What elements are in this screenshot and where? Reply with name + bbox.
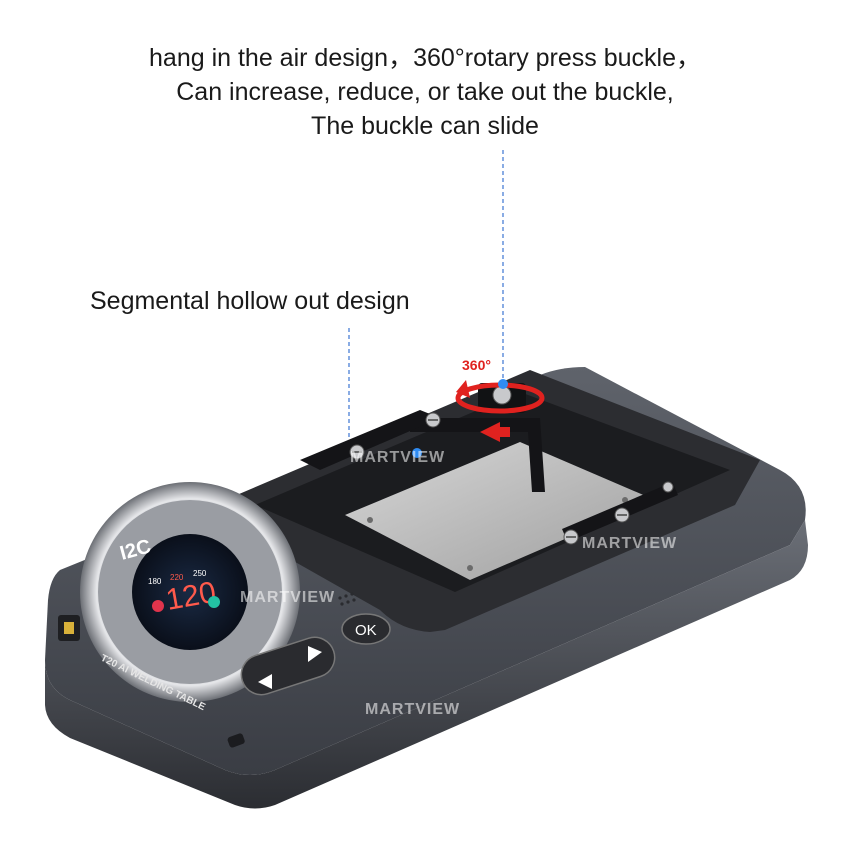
rotation-label: 360° — [462, 357, 491, 373]
display-small-1: 180 — [148, 577, 162, 586]
display-small-3: 250 — [193, 569, 207, 578]
left-arrow-button[interactable] — [258, 674, 272, 689]
plate-hole — [467, 565, 473, 571]
display-small-2: 220 — [170, 573, 184, 582]
port-pin — [64, 622, 74, 634]
left-arrow-icon — [258, 674, 272, 689]
ok-button-label: OK — [355, 622, 377, 639]
caption-line-1: hang in the air design，360°rotary press … — [149, 44, 701, 72]
callout-dot-segment — [412, 448, 422, 458]
screw — [662, 481, 674, 493]
callout-dot-buckle — [498, 379, 508, 389]
speaker-grille — [338, 592, 356, 606]
watermark: MARTVIEW — [365, 701, 460, 718]
heating-plate — [345, 442, 655, 580]
status-indicator-green — [208, 596, 220, 608]
ok-button[interactable]: OK — [341, 613, 391, 645]
usb-c-port — [227, 733, 245, 748]
screw — [425, 412, 441, 428]
caption-line-3: The buckle can slide — [311, 112, 539, 140]
watermark: MARTVIEW — [350, 449, 445, 466]
screw — [349, 444, 365, 460]
right-arrow-icon — [308, 646, 322, 662]
plate-hole — [622, 497, 628, 503]
screw — [614, 507, 630, 523]
watermark: MARTVIEW — [240, 589, 335, 606]
status-indicator-red — [152, 600, 164, 612]
plate-hole — [367, 517, 373, 523]
clamp-bar-left — [300, 410, 440, 470]
right-arrow-button[interactable] — [308, 646, 322, 662]
lcd-screen — [132, 534, 248, 650]
clamp-bar — [410, 418, 545, 492]
rotation-arrowhead — [456, 380, 470, 398]
segment-label: Segmental hollow out design — [90, 287, 410, 315]
screw — [563, 529, 579, 545]
watermark: MARTVIEW — [582, 535, 677, 552]
caption-line-2: Can increase, reduce, or take out the bu… — [176, 78, 674, 106]
slide-arrow-body — [498, 427, 510, 437]
slide-arrow-head — [480, 422, 500, 442]
